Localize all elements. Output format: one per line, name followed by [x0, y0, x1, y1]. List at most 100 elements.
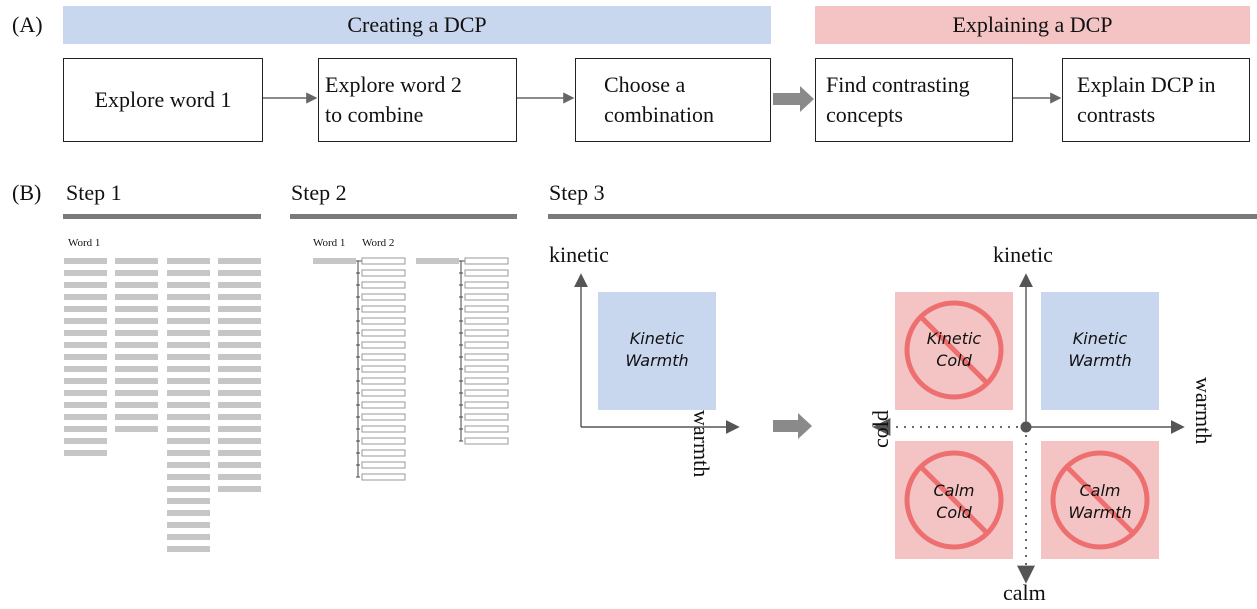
step1-word-bar: [218, 426, 261, 432]
step1-word-bar: [167, 474, 210, 480]
step1-word-bar: [115, 402, 158, 408]
phase-creating-label: Creating a DCP: [347, 12, 487, 37]
step-box-5-line2: contrasts: [1077, 102, 1156, 127]
step2-word2-box: [361, 377, 406, 385]
step1-word-bar: [115, 390, 158, 396]
step1-word-bar: [218, 390, 261, 396]
step2-word2-box: [361, 269, 406, 277]
phase-creating: Creating a DCP: [63, 6, 771, 44]
step1-word-bar: [167, 414, 210, 420]
step2-word2-box: [361, 413, 406, 421]
right-plot-top-label: kinetic: [993, 242, 1053, 267]
phase-explaining-label: Explaining a DCP: [952, 12, 1113, 37]
step1-column-label: Word 1: [68, 237, 101, 249]
step1-word-bar: [167, 330, 210, 336]
step1-word-bar: [218, 378, 261, 384]
step-box-3-line2: combination: [604, 102, 714, 127]
quadrant-top-left-line2: Cold: [936, 351, 972, 370]
quadrant-bottom-left-line1: Calm: [933, 481, 975, 500]
step1-word-bar: [115, 294, 158, 300]
step2-word2-box: [464, 257, 509, 265]
step1-word-bar: [115, 426, 158, 432]
step1-word-bar: [64, 294, 107, 300]
step1-word-bar: [167, 498, 210, 504]
step1-word-bar: [218, 438, 261, 444]
quadrant-top-left-line1: Kinetic: [926, 329, 982, 348]
step1-word-bar: [64, 402, 107, 408]
step2-word2-box: [361, 257, 406, 265]
step1-word-bar: [167, 366, 210, 372]
step1-word-bar: [218, 462, 261, 468]
step1-word-bar: [218, 450, 261, 456]
step2-rule: [290, 214, 517, 219]
step1-word-bar: [115, 270, 158, 276]
left-plot-concept-line1: Kinetic: [629, 329, 685, 348]
quadrant-bottom-left-label: Calm Cold: [895, 480, 1013, 524]
step1-word-bar: [167, 390, 210, 396]
left-plot-concept-square: [598, 292, 716, 410]
step-box-1: Explore word 1: [63, 58, 263, 142]
step2-word2-box: [464, 425, 509, 433]
step1-word-bar: [218, 294, 261, 300]
step2-word2-box: [361, 461, 406, 469]
step-box-2: Explore word 2 to combine: [318, 58, 517, 142]
panel-b-label: (B): [12, 180, 42, 205]
quadrant-bottom-right-label: Calm Warmth: [1041, 480, 1159, 524]
step-box-4: Find contrasting concepts: [815, 58, 1013, 142]
step2-column-label-2: Word 2: [362, 237, 395, 249]
step1-word-bar: [64, 438, 107, 444]
step1-word-bar: [167, 450, 210, 456]
quadrant-top-right-label: Kinetic Warmth: [1041, 328, 1159, 372]
step1-word-bar: [64, 378, 107, 384]
step-box-3: Choose a combination: [575, 58, 771, 142]
step2-word2-box: [464, 437, 509, 445]
panel-a-label: (A): [12, 12, 43, 37]
step-box-4-line1: Find contrasting: [826, 72, 970, 97]
step1-word-bar: [115, 354, 158, 360]
step3-rule: [548, 214, 1257, 219]
step1-word-bar: [64, 450, 107, 456]
step1-word-bar: [115, 258, 158, 264]
step1-word-bar: [218, 402, 261, 408]
step-box-1-text: Explore word 1: [94, 87, 232, 112]
step1-word-bar: [64, 342, 107, 348]
step2-word2-box: [361, 293, 406, 301]
step1-word-bar: [167, 378, 210, 384]
step1-word-bar: [167, 306, 210, 312]
left-plot-x-axis-label: warmth: [689, 410, 714, 478]
step2-word2-box: [464, 365, 509, 373]
step2-word2-box: [464, 293, 509, 301]
step2-word2-box: [361, 329, 406, 337]
step2-word2-box: [464, 269, 509, 277]
step1-word-bar: [218, 342, 261, 348]
step1-word-bar: [167, 354, 210, 360]
step2-word2-box: [361, 341, 406, 349]
step1-word-bar: [167, 534, 210, 540]
step1-word-bar: [64, 330, 107, 336]
step2-word1-bar: [416, 258, 459, 264]
step2-word2-box: [361, 389, 406, 397]
step2-title: Step 2: [291, 180, 347, 205]
step1-word-bar: [115, 330, 158, 336]
step1-word-bar: [115, 318, 158, 324]
step1-word-bar: [167, 462, 210, 468]
step2-word2-box: [361, 365, 406, 373]
step2-word2-box: [464, 413, 509, 421]
step1-word-bar: [64, 414, 107, 420]
step1-word-bar: [64, 390, 107, 396]
step1-word-bar: [167, 546, 210, 552]
step-box-4-line2: concepts: [826, 102, 903, 127]
right-plot-left-label: cold: [868, 410, 893, 448]
step1-word-bar: [167, 486, 210, 492]
step3-title: Step 3: [549, 180, 605, 205]
step1-word-bar: [115, 306, 158, 312]
left-plot-concept-label: Kinetic Warmth: [598, 328, 716, 372]
step2-word2-box: [464, 389, 509, 397]
step1-word-bar: [218, 282, 261, 288]
step-box-2-line2: to combine: [325, 102, 424, 127]
step1-word-bar: [64, 306, 107, 312]
step2-word2-box: [361, 281, 406, 289]
quadrant-bottom-right-line2: Warmth: [1068, 503, 1132, 522]
step2-word2-box: [464, 401, 509, 409]
